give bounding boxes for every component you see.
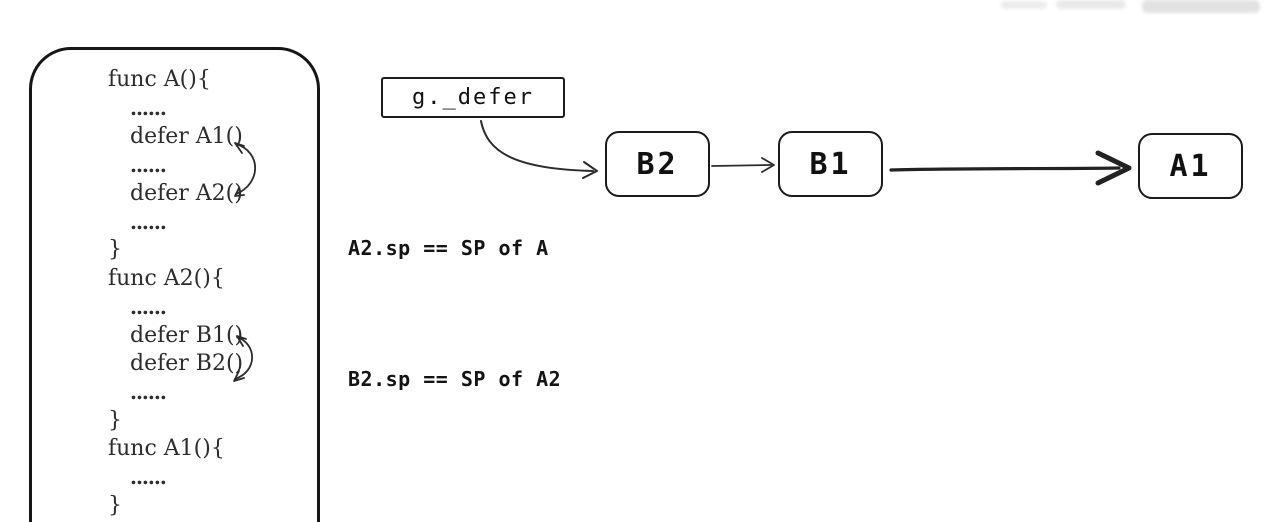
code-line: defer A2() (130, 180, 243, 206)
code-line: } (108, 407, 122, 433)
annotation-a2-sp: A2.sp == SP of A (348, 236, 549, 260)
code-line: defer A1() (130, 123, 243, 149)
defer-node-a1: A1 (1138, 133, 1243, 199)
watermark-fragment (1056, 0, 1126, 9)
gdefer-head-box: g._defer (381, 77, 565, 118)
code-line: func A(){ (108, 67, 211, 92)
code-line: ...... (130, 153, 167, 178)
code-line: ...... (130, 465, 167, 490)
code-line: } (108, 237, 122, 263)
code-block: func A(){ ...... defer A1() ...... defer… (108, 66, 338, 520)
code-line: ...... (130, 96, 167, 121)
code-line: defer B1() (130, 322, 244, 348)
watermark-fragment (1001, 1, 1047, 9)
code-line: func A1(){ (108, 436, 225, 462)
defer-node-b2-label: B2 (636, 146, 679, 182)
watermark-fragment (1142, 0, 1260, 13)
code-panel-outline (29, 47, 320, 522)
defer-node-b1-label: B1 (809, 146, 852, 182)
code-line: } (108, 492, 122, 518)
code-line: defer B2() (130, 350, 244, 376)
annotation-b2-sp: B2.sp == SP of A2 (348, 367, 562, 391)
defer-node-b2: B2 (605, 131, 710, 197)
b2-to-b1-arrow (711, 157, 775, 173)
code-line: ...... (130, 380, 167, 405)
b1-to-a1-arrow (889, 150, 1132, 186)
code-line: ...... (130, 209, 167, 234)
gdefer-to-b2-arrow (480, 120, 598, 179)
code-line: ...... (130, 295, 167, 320)
code-line: func A2(){ (108, 265, 225, 291)
defer-node-b1: B1 (778, 131, 883, 197)
defer-node-a1-label: A1 (1169, 148, 1212, 184)
gdefer-label: g._defer (412, 85, 534, 110)
